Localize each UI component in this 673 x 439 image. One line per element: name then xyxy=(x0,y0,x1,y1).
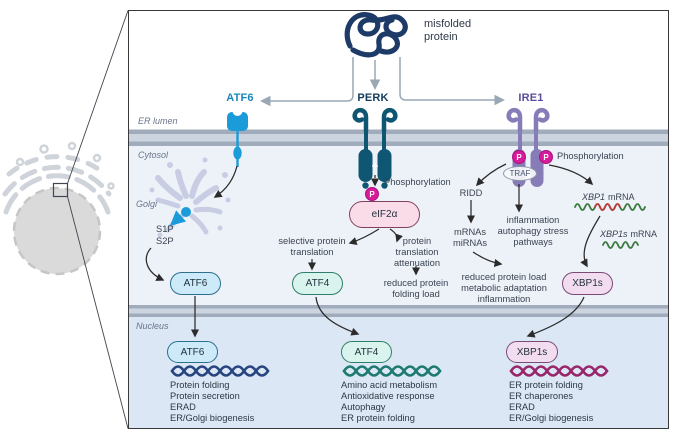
xbp1s-target-4: ER/Golgi biogenesis xyxy=(509,413,594,423)
ire1-phospho-badge-left: P xyxy=(512,150,526,164)
misfolded-protein-icon xyxy=(344,12,408,58)
eif2a-box: eIF2α xyxy=(349,201,420,228)
atf6-nucleus-box: ATF6 xyxy=(167,341,218,363)
atf6-target-genes: Protein folding Protein secretion ERAD E… xyxy=(170,380,295,424)
xbp1s-nucleus-box: XBP1s xyxy=(506,341,558,363)
nucleus-label: Nucleus xyxy=(136,321,169,331)
atf6-target-3: ERAD xyxy=(170,402,196,412)
nuclear-membrane xyxy=(128,305,669,317)
cytosol-label: Cytosol xyxy=(138,150,169,160)
er-membrane xyxy=(128,129,669,146)
selective-translation-label: selective protein translation xyxy=(278,236,346,257)
xbp1s-target-1: ER protein folding xyxy=(509,380,583,390)
xbp1s-gene-name: XBP1s xyxy=(600,229,628,239)
traf-adaptor: TRAF xyxy=(503,166,537,181)
xbp1s-cytosol-box: XBP1s xyxy=(562,272,613,295)
xbp1s-target-3: ERAD xyxy=(509,402,535,412)
ridd-label: RIDD xyxy=(459,188,483,198)
atf4-target-2: Antioxidative response xyxy=(341,391,435,401)
atf6-sensor-label: ATF6 xyxy=(226,92,254,104)
mrnas-mirnas-label: mRNAs miRNAs xyxy=(452,227,488,248)
s2p-label: S2P xyxy=(156,236,174,246)
atf6-target-1: Protein folding xyxy=(170,380,230,390)
reduced-protein-load-label: reduced protein load metabolic adaptatio… xyxy=(461,272,547,304)
xbp1s-mrna-wave-icon xyxy=(602,241,639,249)
translation-attenuation-label: protein translation attenuation xyxy=(393,236,440,268)
branch-arrows xyxy=(260,57,505,107)
atf4-dna-helix-icon xyxy=(342,365,442,377)
atf6-target-2: Protein secretion xyxy=(170,391,240,401)
perk-sensor-label: PERK xyxy=(357,92,389,104)
golgi-vesicle-icon xyxy=(169,207,191,226)
xbp1s-target-genes: ER protein folding ER chaperones ERAD ER… xyxy=(509,380,639,424)
ire1-sensor-label: IRE1 xyxy=(518,92,544,104)
misfolded-protein-label: misfolded protein xyxy=(424,18,472,43)
stress-pathways-label: inflammation autophagy stress pathways xyxy=(497,215,569,247)
atf4-target-genes: Amino acid metabolism Antioxidative resp… xyxy=(341,380,471,424)
er-lumen-label: ER lumen xyxy=(138,116,178,126)
atf4-target-4: ER protein folding xyxy=(341,413,415,423)
atf6-cytosol-box: ATF6 xyxy=(170,272,221,295)
zoom-callout-lines xyxy=(52,10,129,429)
atf6-dna-helix-icon xyxy=(170,365,270,377)
atf6-receptor-icon xyxy=(227,106,248,167)
cell-inset-icon xyxy=(2,141,115,276)
atf6-target-4: ER/Golgi biogenesis xyxy=(170,413,255,423)
perk-phospho-badge: P xyxy=(365,187,379,201)
atf4-nucleus-box: ATF4 xyxy=(341,341,392,363)
ire1-phospho-badge-right: P xyxy=(539,150,553,164)
mrna-word: mRNA xyxy=(630,229,658,239)
atf4-target-3: Autophagy xyxy=(341,402,386,412)
atf4-cytosol-box: ATF4 xyxy=(292,272,343,295)
s1p-label: S1P xyxy=(156,224,174,234)
reduced-folding-load-label: reduced protein folding load xyxy=(383,278,449,299)
perk-receptor-icon xyxy=(352,107,398,189)
signaling-arrows xyxy=(145,163,601,338)
atf4-target-1: Amino acid metabolism xyxy=(341,380,438,390)
perk-phosphorylation-label: Phosphorylation xyxy=(384,177,451,187)
xbp1s-dna-helix-icon xyxy=(509,365,609,377)
xbp1-mrna-wave-icon xyxy=(574,203,646,211)
mrna-word: mRNA xyxy=(608,192,635,202)
xbp1s-target-2: ER chaperones xyxy=(509,391,574,401)
xbp1-gene-name: XBP1 xyxy=(582,192,606,202)
golgi-label: Golgi xyxy=(136,199,158,209)
ire1-phosphorylation-label: Phosphorylation xyxy=(557,151,624,161)
